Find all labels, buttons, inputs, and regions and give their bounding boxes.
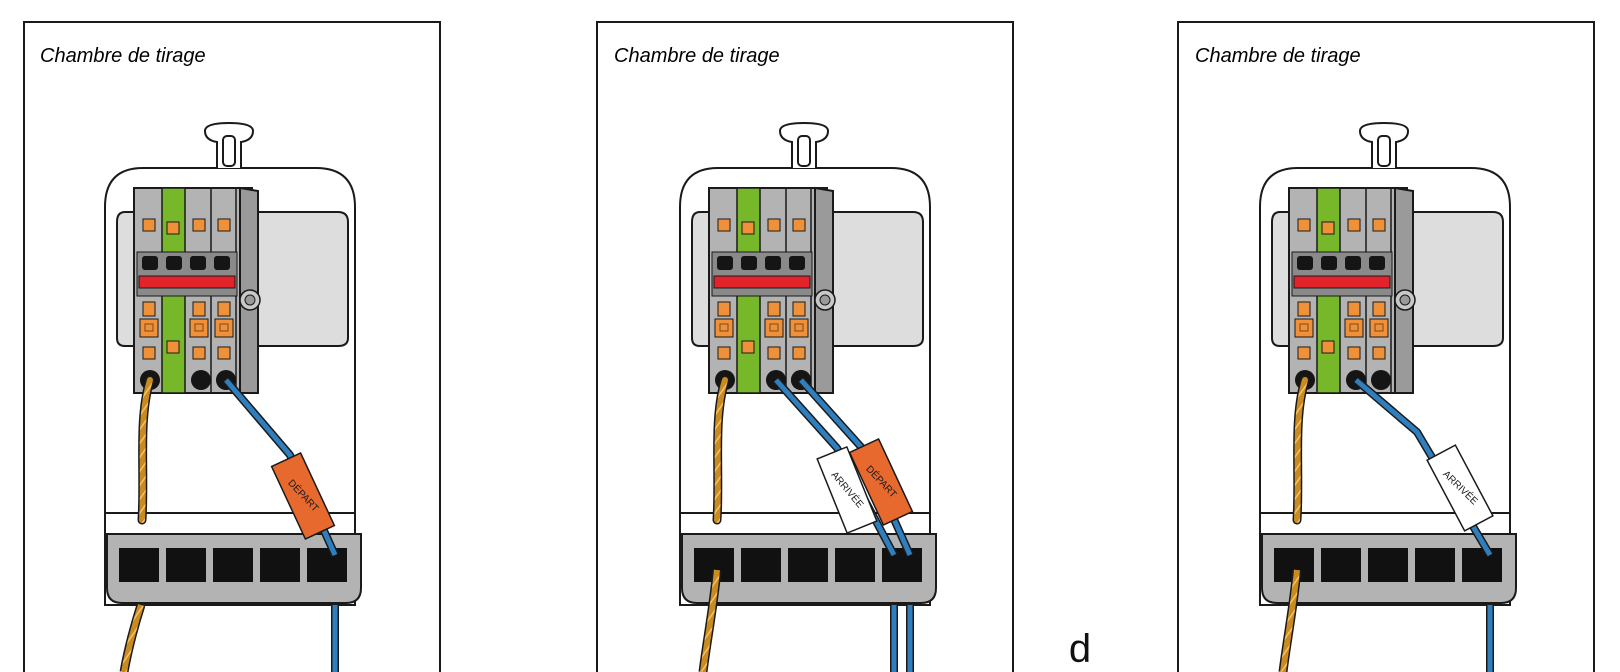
panel-2: Chambre de tirage ARRIVÉE xyxy=(596,21,1014,672)
panel-title: Chambre de tirage xyxy=(614,45,780,67)
earth-wire xyxy=(139,377,153,523)
earth-wire-out xyxy=(121,604,144,672)
panel-title: Chambre de tirage xyxy=(40,45,206,67)
panel-title: Chambre de tirage xyxy=(1195,45,1361,67)
earth-wire-out xyxy=(700,569,720,672)
earth-wire xyxy=(1294,377,1308,523)
earth-wire xyxy=(714,377,728,523)
figure-letter: d xyxy=(1069,627,1091,671)
panel-1: Chambre de tirage DÉPART xyxy=(23,21,441,672)
earth-wire-out xyxy=(1280,569,1300,672)
panel-3: Chambre de tirage ARRIVÉE xyxy=(1177,21,1595,672)
